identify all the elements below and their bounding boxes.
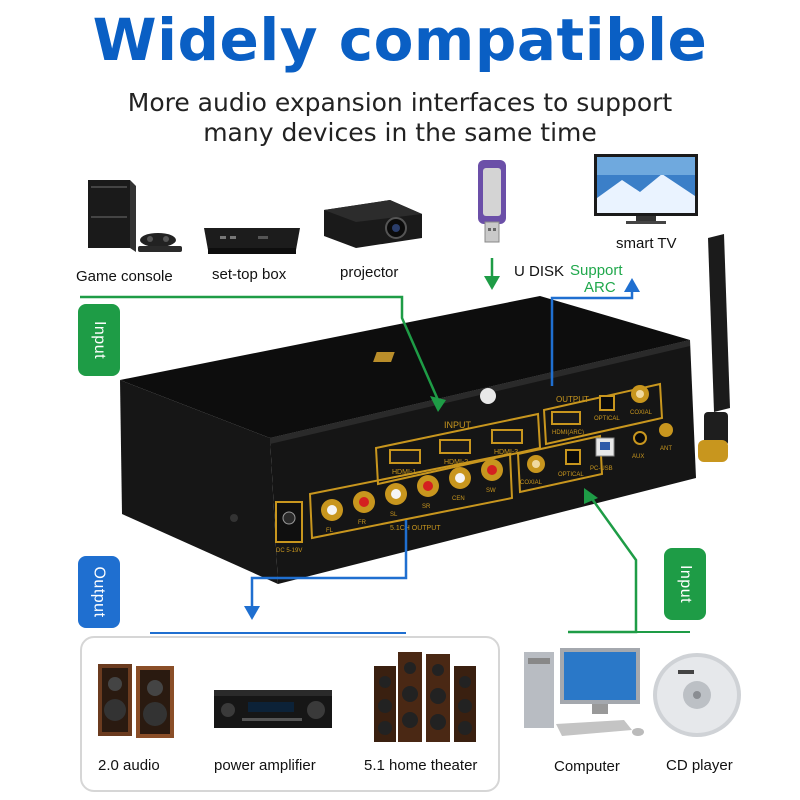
input-tag-left-text: Input (91, 320, 108, 360)
audio-20-image (98, 664, 174, 738)
u-disk-image (478, 160, 506, 243)
hdmi-arc-port (551, 411, 581, 425)
set-top-box-label: set-top box (212, 266, 287, 283)
hdmi2-port (439, 439, 471, 454)
subtitle-line-1: More audio expansion interfaces to suppo… (127, 88, 673, 117)
output-group-label: OUTPUT (556, 395, 589, 404)
smart-tv-label: smart TV (616, 235, 677, 252)
antenna-image (698, 234, 730, 462)
projector-label: projector (340, 264, 399, 281)
optical-out-port (599, 395, 615, 411)
power-amplifier-label: power amplifier (214, 757, 316, 774)
input-tag-right-text: Input (677, 564, 694, 604)
computer-label: Computer (554, 758, 620, 775)
fl-label: FL (326, 528, 334, 534)
smart-tv-image (594, 154, 698, 224)
dc-label: DC 5-19V (276, 548, 302, 554)
input-tag-left: Input (78, 304, 120, 376)
hdmi2-label: HDMI-2 (444, 459, 468, 466)
hdmi1-port (389, 449, 421, 464)
output-51-label: 5.1CH OUTPUT (390, 525, 441, 532)
fr-label: FR (358, 520, 367, 526)
cd-player-label: CD player (666, 757, 733, 774)
hdmi-arc-label: HDMI(ARC) (552, 430, 584, 436)
game-console-image (88, 180, 182, 252)
hdmi3-port (491, 429, 523, 444)
rca-jacks (321, 459, 503, 521)
hdmi1-label: HDMI-1 (392, 469, 416, 476)
support-arc-line-1: Support (570, 262, 623, 279)
projector-image (324, 200, 422, 248)
coaxial-in-label: COXIAL (520, 480, 543, 486)
game-console-label: Game console (76, 268, 173, 285)
hdmi3-label: HDMI-3 (494, 449, 518, 456)
home-theater-image (374, 652, 476, 742)
u-disk-label: U DISK (514, 263, 565, 280)
sr-label: SR (422, 504, 431, 510)
audio-20-label: 2.0 audio (98, 757, 160, 774)
power-amplifier-image (214, 690, 332, 728)
input-group-label: INPUT (444, 420, 472, 430)
cd-player-image (653, 653, 741, 737)
optical-out-label: OPTICAL (594, 416, 620, 422)
cen-label: CEN (452, 496, 465, 502)
computer-image (524, 648, 644, 736)
ant-label: ANT (660, 446, 672, 452)
home-theater-label: 5.1 home theater (364, 757, 478, 774)
coaxial-out-label: COXIAL (630, 410, 653, 416)
sl-label: SL (390, 512, 398, 518)
audio-decoder-device: INPUT HDMI-1 HDMI-2 HDMI-3 OUTPUT HDMI(A… (120, 296, 696, 584)
optical-in-label: OPTICAL (558, 472, 584, 478)
aux-label: AUX (632, 454, 644, 460)
headline: Widely compatible (92, 6, 708, 74)
pc-usb-label: PC-USB (590, 466, 613, 472)
input-tag-right: Input (664, 548, 706, 620)
output-tag-left-text: Output (91, 566, 108, 618)
sw-label: SW (486, 488, 496, 494)
output-tag-left: Output (78, 556, 120, 628)
set-top-box-image (204, 228, 300, 254)
subtitle-line-2: many devices in the same time (203, 118, 597, 147)
